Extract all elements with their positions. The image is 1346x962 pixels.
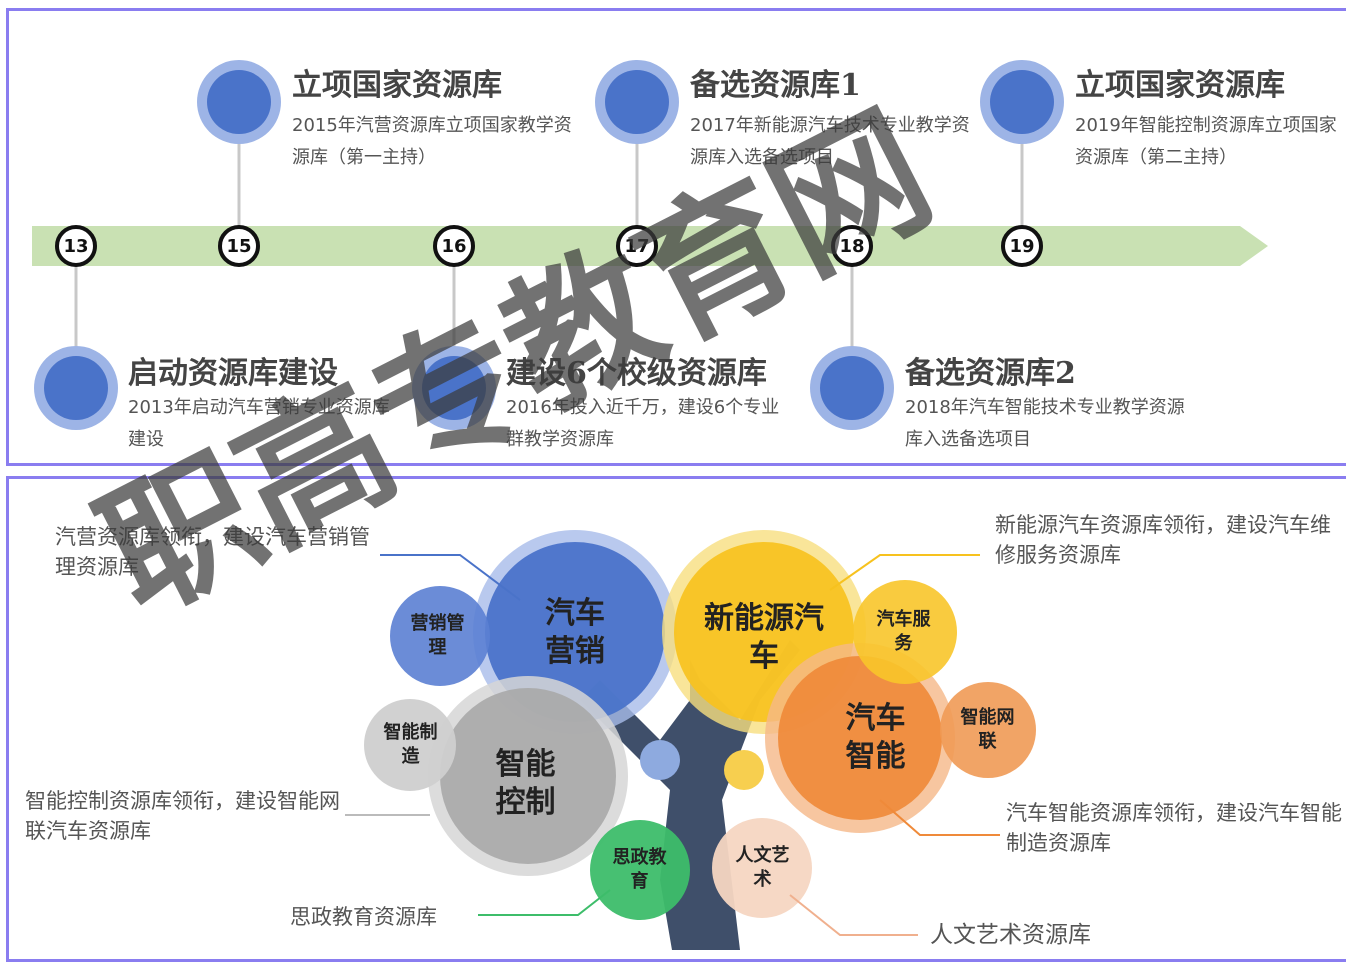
bubble-intelligent-manufacturing: 智能制造 — [383, 722, 438, 767]
bubble-new-energy: 新能源汽车 — [704, 601, 824, 674]
bubble-auto-marketing: 汽车营销 — [545, 596, 605, 669]
note-intelligent-control: 智能控制资源库领衔，建设智能网联汽车资源库 — [25, 789, 340, 843]
event-desc-2018: 2018年汽车智能技术专业教学资源库入选备选项目 — [905, 397, 1185, 450]
event-title-2017: 备选资源库1 — [690, 68, 861, 103]
bubble-marketing-management: 营销管理 — [410, 613, 465, 658]
event-title-2019: 立项国家资源库 — [1075, 68, 1285, 103]
timeline-dots — [34, 60, 1064, 430]
note-auto-intelligence: 汽车智能资源库领衔，建设汽车智能制造资源库 — [1006, 801, 1342, 855]
bubble-humanities-arts: 人文艺术 — [735, 845, 790, 890]
event-desc-2019: 2019年智能控制资源库立项国家资源库（第二主持） — [1075, 115, 1337, 168]
event-desc-2015: 2015年汽营资源库立项国家教学资源库（第一主持） — [292, 115, 572, 168]
bubble-ideological-education: 思政教育 — [612, 847, 667, 892]
year-node-15: 15 — [218, 225, 260, 267]
note-marketing: 汽营资源库领衔，建设汽车营销管理资源库 — [55, 525, 370, 579]
bubble-connected-vehicle: 智能网联 — [960, 707, 1015, 752]
resource-tree-panel — [6, 476, 1346, 962]
year-node-19: 19 — [1001, 225, 1043, 267]
event-title-2018: 备选资源库2 — [905, 356, 1076, 391]
year-node-17: 17 — [616, 225, 658, 267]
bubble-intelligent-control: 智能控制 — [495, 747, 556, 820]
bubble-auto-intelligence: 汽车智能 — [845, 701, 906, 774]
event-desc-2016: 2016年投入近千万，建设6个专业群教学资源库 — [506, 397, 780, 450]
note-new-energy: 新能源汽车资源库领衔，建设汽车维修服务资源库 — [995, 513, 1331, 567]
event-title-2015: 立项国家资源库 — [292, 68, 502, 103]
note-ideological-education: 思政教育资源库 — [290, 905, 437, 929]
event-title-2013: 启动资源库建设 — [128, 356, 338, 391]
event-desc-2017: 2017年新能源汽车技术专业教学资源库入选备选项目 — [690, 115, 970, 168]
bubble-auto-service: 汽车服务 — [876, 609, 931, 654]
year-node-16: 16 — [433, 225, 475, 267]
event-title-2016: 建设6个校级资源库 — [506, 356, 767, 391]
event-desc-2013: 2013年启动汽车营销专业资源库建设 — [128, 397, 390, 450]
year-node-18: 18 — [831, 225, 873, 267]
year-node-13: 13 — [55, 225, 97, 267]
note-humanities-arts: 人文艺术资源库 — [930, 922, 1091, 948]
timeline-panel — [6, 8, 1346, 466]
